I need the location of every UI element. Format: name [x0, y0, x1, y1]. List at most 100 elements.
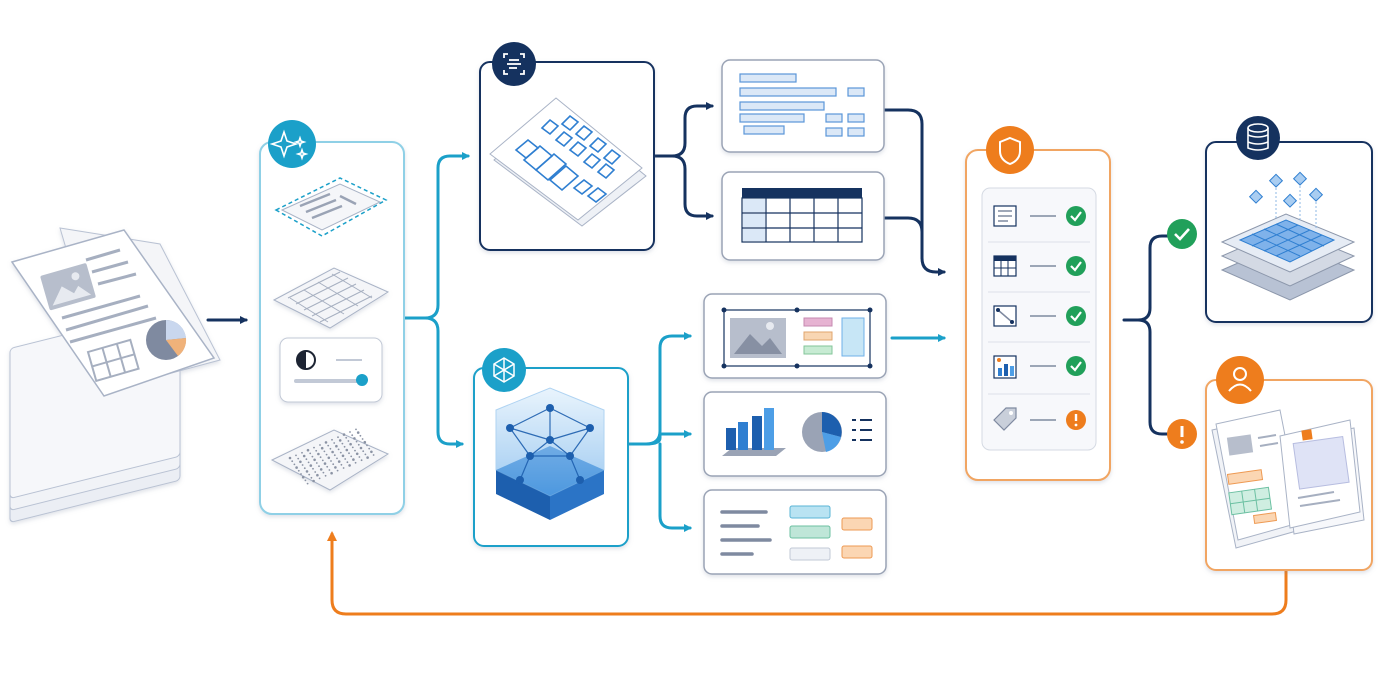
noise-dot: [303, 467, 306, 470]
neural-network-glyph: [493, 357, 515, 383]
document-table-icon: [86, 338, 140, 383]
noise-dot: [356, 431, 360, 434]
noise-dot: [302, 454, 306, 458]
noise-dot: [345, 436, 348, 439]
noise-dot: [320, 446, 324, 450]
noise-dot: [316, 473, 319, 477]
noise-dot: [321, 459, 324, 462]
noise-dot: [347, 440, 350, 442]
noise-dot: [312, 479, 315, 483]
noise-dot: [366, 444, 368, 447]
check-ok-icon: [1066, 256, 1086, 276]
noise-dot: [297, 457, 300, 460]
noise-dot: [359, 446, 363, 450]
noise-dot: [361, 438, 364, 440]
feedback-loop-arrow: [327, 531, 1288, 616]
connectors: [206, 102, 1288, 616]
noise-dot: [288, 456, 292, 460]
sparkle-icon: [268, 120, 316, 168]
deskew-step-thumbnail: [274, 177, 388, 237]
noise-dot: [350, 455, 353, 458]
arrow-validation-fork: [1122, 234, 1170, 322]
warning-icon: [1066, 410, 1086, 430]
noise-dot: [355, 428, 357, 431]
layout-regions-output-card: [703, 293, 887, 379]
noise-dot: [358, 456, 361, 458]
noise-dot: [300, 473, 302, 475]
noise-dot: [309, 452, 312, 455]
noise-dot: [348, 464, 351, 467]
noise-dot: [315, 449, 318, 452]
noise-dot: [352, 458, 355, 461]
noise-dot: [337, 448, 340, 451]
validation-panel: [965, 126, 1111, 481]
ocr-extraction-panel: [479, 42, 655, 251]
success-check-icon: [1167, 219, 1197, 249]
arrow-ocr-to-table: [670, 154, 714, 220]
bar-chart-icon: [726, 408, 774, 450]
noise-dot: [370, 450, 373, 454]
noise-dot: [354, 449, 356, 452]
noise-dot: [319, 468, 323, 471]
noise-dot: [332, 463, 335, 466]
noise-dot: [353, 437, 356, 440]
noise-dot: [337, 436, 339, 439]
noise-dot: [324, 474, 327, 477]
noise-dot: [366, 456, 369, 459]
input-document-stack: [9, 227, 221, 523]
noise-dot: [341, 454, 345, 458]
arrow-ocr-to-fields: [652, 102, 714, 158]
noise-dot: [336, 457, 338, 460]
noise-dot: [330, 460, 332, 462]
noise-dot: [351, 434, 354, 437]
noise-dot: [372, 454, 375, 456]
noise-dot: [359, 434, 362, 437]
scan-glyph: [503, 53, 525, 75]
arrow-ai-to-chart: [644, 430, 692, 446]
check-ok-icon: [1066, 206, 1086, 226]
arrow-table-to-validation: [882, 216, 924, 260]
noise-dot: [313, 446, 315, 449]
arrow-preprocess-to-ocr: [402, 152, 470, 320]
noise-dot: [325, 453, 328, 456]
noise-dot: [299, 460, 302, 464]
noise-dot: [308, 473, 311, 476]
noise-dot: [315, 462, 318, 464]
noise-dot: [319, 456, 322, 459]
noise-dot: [334, 466, 337, 469]
noise-dot: [349, 431, 351, 433]
noise-dot: [309, 464, 313, 467]
form-fields-output-card: [721, 59, 885, 153]
noise-dot: [330, 471, 333, 475]
layout-image-icon: [730, 318, 786, 358]
noise-dot: [323, 450, 326, 453]
noise-dot: [295, 466, 298, 469]
noise-dot: [364, 453, 367, 456]
noise-dot: [301, 451, 303, 454]
structured-database-panel: [1205, 116, 1373, 323]
human-review-panel: [1205, 356, 1373, 571]
neural-cube-graphic: [495, 387, 605, 520]
noise-dot: [343, 445, 346, 448]
noise-dot: [304, 479, 307, 482]
noise-dot: [363, 440, 367, 444]
check-ok-icon: [1066, 356, 1086, 376]
contrast-adjust-step-thumbnail: [279, 337, 383, 403]
noise-dot: [336, 469, 339, 472]
noise-dot: [291, 460, 294, 463]
document-pie-icon: [146, 319, 187, 360]
noise-dot: [335, 444, 338, 448]
noise-dot: [354, 461, 357, 464]
noise-dot: [312, 467, 314, 470]
noise-dot: [307, 461, 310, 464]
noise-dot: [306, 448, 310, 452]
tag-icon: [993, 407, 1017, 431]
chart-icon: [993, 355, 1017, 379]
noise-dot: [362, 450, 365, 453]
pie-chart-icon: [802, 412, 842, 452]
denoise-step-thumbnail: [270, 428, 390, 491]
noise-dot: [331, 450, 334, 454]
grid-detect-step-thumbnail: [272, 267, 390, 329]
noise-dot: [318, 477, 321, 480]
noise-dot: [317, 452, 320, 456]
